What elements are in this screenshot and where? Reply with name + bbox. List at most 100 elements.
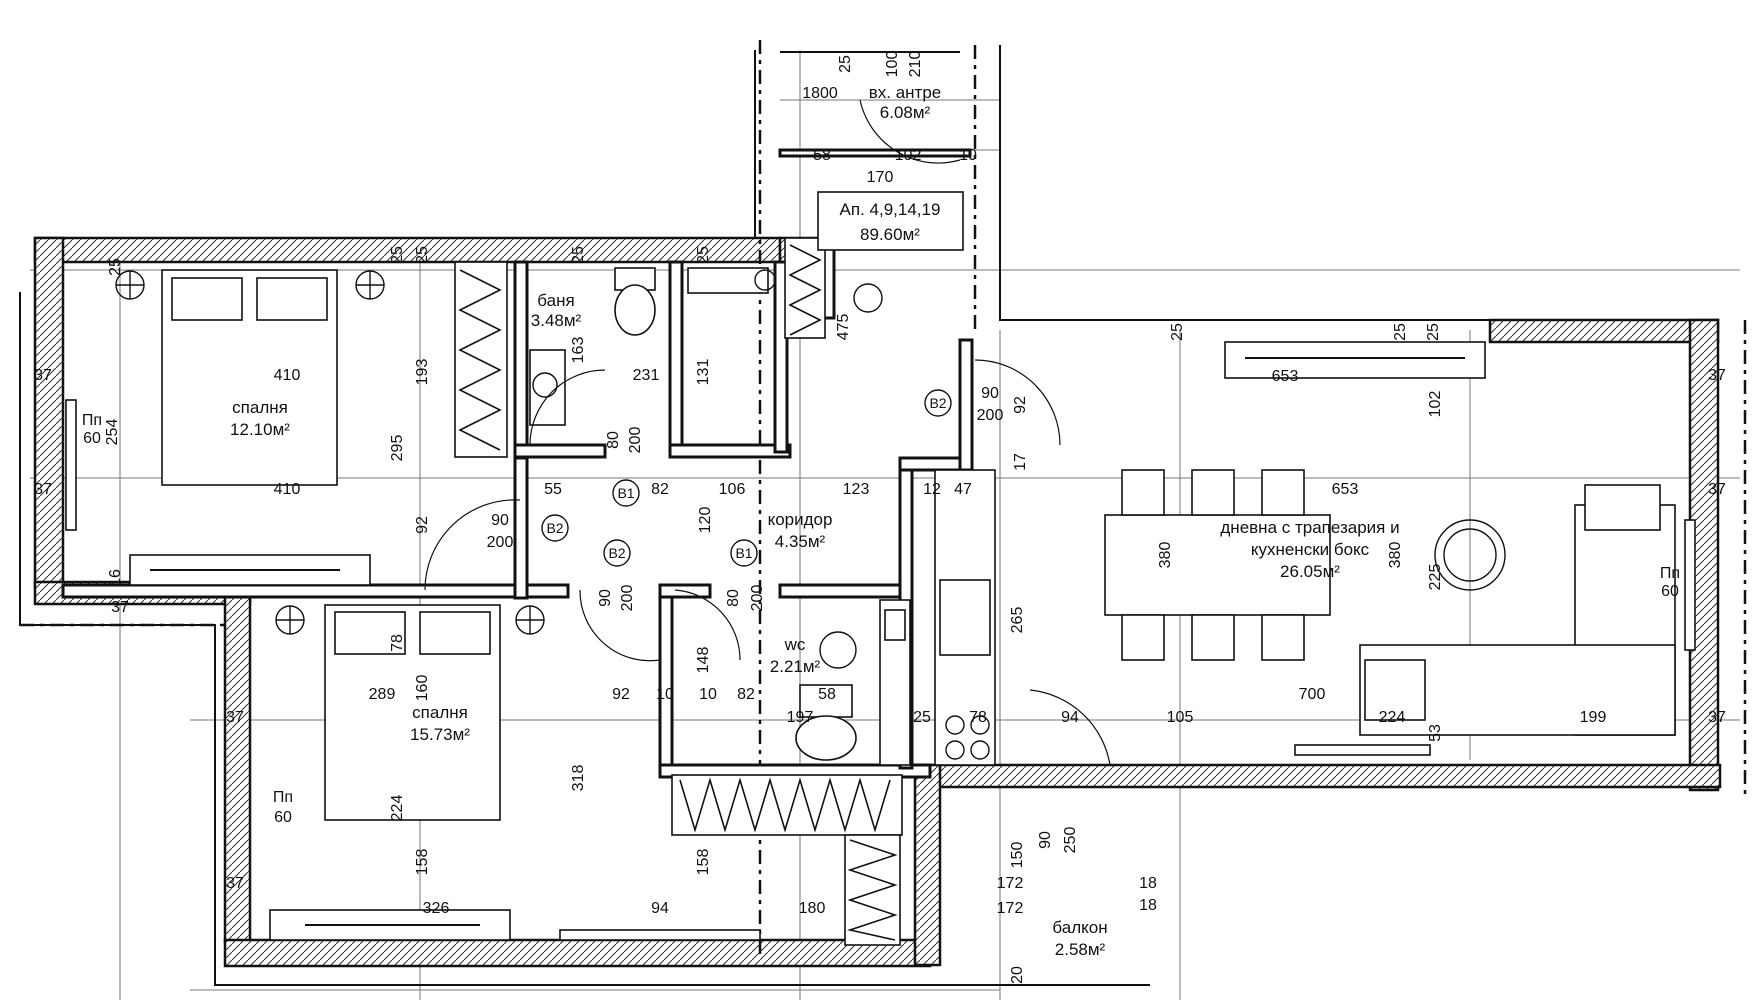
dim-label: 17 — [1012, 453, 1029, 471]
dim-label: 102 — [1427, 391, 1444, 418]
door-tag: B2 — [546, 520, 563, 536]
room-living-name2: кухненски бокс — [1251, 540, 1370, 559]
dim-label: 326 — [423, 900, 450, 917]
dim-label: 102 — [895, 147, 922, 164]
dim-label: 100 — [884, 51, 901, 78]
room-balcony-name: балкон — [1052, 918, 1107, 937]
dim-label: 37 — [1708, 367, 1726, 384]
window-tag-size: 60 — [1661, 583, 1679, 600]
dim-label: 80 — [725, 589, 742, 607]
dim-label: 199 — [1580, 709, 1607, 726]
dim-label: 160 — [414, 675, 431, 702]
door-tag: B1 — [617, 485, 634, 501]
room-entrance-name: вх. антре — [869, 83, 942, 102]
room-living-area: 26.05м² — [1280, 562, 1340, 581]
room-labels: вх. антре 6.08м² баня 3.48м² спалня 12.1… — [230, 83, 1400, 959]
dim-label: 10 — [699, 686, 717, 703]
dim-label: 37 — [226, 875, 244, 892]
dim-label: 653 — [1332, 481, 1359, 498]
dim-label: 200 — [619, 585, 636, 612]
room-balcony-area: 2.58м² — [1055, 940, 1106, 959]
dim-label: 90 — [597, 589, 614, 607]
dim-label: 90 — [491, 512, 509, 529]
room-bedroom1-area: 12.10м² — [230, 420, 290, 439]
dim-label: 25 — [570, 246, 587, 264]
dim-label: 10 — [656, 686, 674, 703]
window-tag: Пп — [82, 412, 102, 429]
apartment-number: Ап. 4,9,14,19 — [840, 200, 941, 219]
kitchen — [879, 469, 996, 766]
door-tag: B1 — [735, 545, 752, 561]
dim-label: 25 — [837, 55, 854, 73]
dim-label: 172 — [997, 875, 1024, 892]
dim-label: 225 — [1427, 564, 1444, 591]
window-tags: Пп 60 Пп 60 Пп 60 — [82, 412, 1680, 826]
dim-label: 25 — [107, 258, 124, 276]
dim-label: 10 — [959, 147, 977, 164]
wardrobes — [454, 237, 903, 946]
dim-label: 92 — [414, 516, 431, 534]
dim-label: 148 — [695, 647, 712, 674]
dim-label: 289 — [369, 686, 396, 703]
dim-label: 158 — [695, 849, 712, 876]
dim-label: 20 — [1009, 966, 1026, 984]
dim-label: 200 — [627, 427, 644, 454]
dim-label: 37 — [1708, 481, 1726, 498]
dim-label: 120 — [697, 507, 714, 534]
dim-label: 224 — [389, 795, 406, 822]
dim-label: 231 — [633, 367, 660, 384]
dim-label: 92 — [612, 686, 630, 703]
dim-label: 475 — [835, 314, 852, 341]
dim-label: 410 — [274, 367, 301, 384]
dining-set — [1104, 469, 1331, 661]
dim-label: 55 — [544, 481, 562, 498]
window-tag: Пп — [1660, 565, 1680, 582]
dim-label: 37 — [226, 709, 244, 726]
dim-label: 380 — [1387, 542, 1404, 569]
room-corridor-area: 4.35м² — [775, 532, 826, 551]
dim-label: 200 — [749, 585, 766, 612]
room-corridor-name: коридор — [768, 510, 833, 529]
room-bedroom2-name: спалня — [412, 703, 468, 722]
dim-label: 180 — [799, 900, 826, 917]
dim-label: 80 — [605, 431, 622, 449]
dim-label: 58 — [813, 147, 831, 164]
dim-label: 200 — [977, 407, 1004, 424]
dim-label: 94 — [651, 900, 669, 917]
dim-label: 18 — [1139, 897, 1157, 914]
dim-label: 123 — [843, 481, 870, 498]
dim-label: 380 — [1157, 542, 1174, 569]
dim-label: 653 — [1272, 368, 1299, 385]
dim-label: 12 — [923, 481, 941, 498]
door-swings — [424, 99, 1111, 766]
dim-label: 1800 — [802, 85, 838, 102]
dim-label: 265 — [1009, 607, 1026, 634]
dim-label: 92 — [1012, 396, 1029, 414]
dim-label: 25 — [1392, 323, 1409, 341]
room-living-name: дневна с трапезария и — [1220, 518, 1399, 537]
dim-label: 90 — [1037, 831, 1054, 849]
dim-label: 78 — [969, 709, 987, 726]
dim-label: 82 — [651, 481, 669, 498]
room-wc-area: 2.21м² — [770, 657, 821, 676]
dim-label: 254 — [104, 419, 121, 446]
dim-label: 37 — [34, 367, 52, 384]
room-bedroom1-name: спалня — [232, 398, 288, 417]
room-bedroom2-area: 15.73м² — [410, 725, 470, 744]
dim-label: 224 — [1379, 709, 1406, 726]
dim-label: 78 — [389, 634, 406, 652]
dim-label: 25 — [1169, 323, 1186, 341]
dim-label: 25 — [913, 709, 931, 726]
dim-label: 172 — [997, 900, 1024, 917]
dim-label: 37 — [34, 481, 52, 498]
dim-label: 210 — [907, 51, 924, 78]
door-tag: B2 — [929, 395, 946, 411]
dim-label: 94 — [1061, 709, 1079, 726]
dim-label: 163 — [570, 337, 587, 364]
dim-label: 170 — [867, 169, 894, 186]
dimensions-horizontal: 1800 58 102 10 170 410 410 55 82 106 123… — [274, 85, 1607, 917]
room-wc-name: wc — [784, 635, 806, 654]
room-entrance-area: 6.08м² — [880, 103, 931, 122]
dim-label: 700 — [1299, 686, 1326, 703]
